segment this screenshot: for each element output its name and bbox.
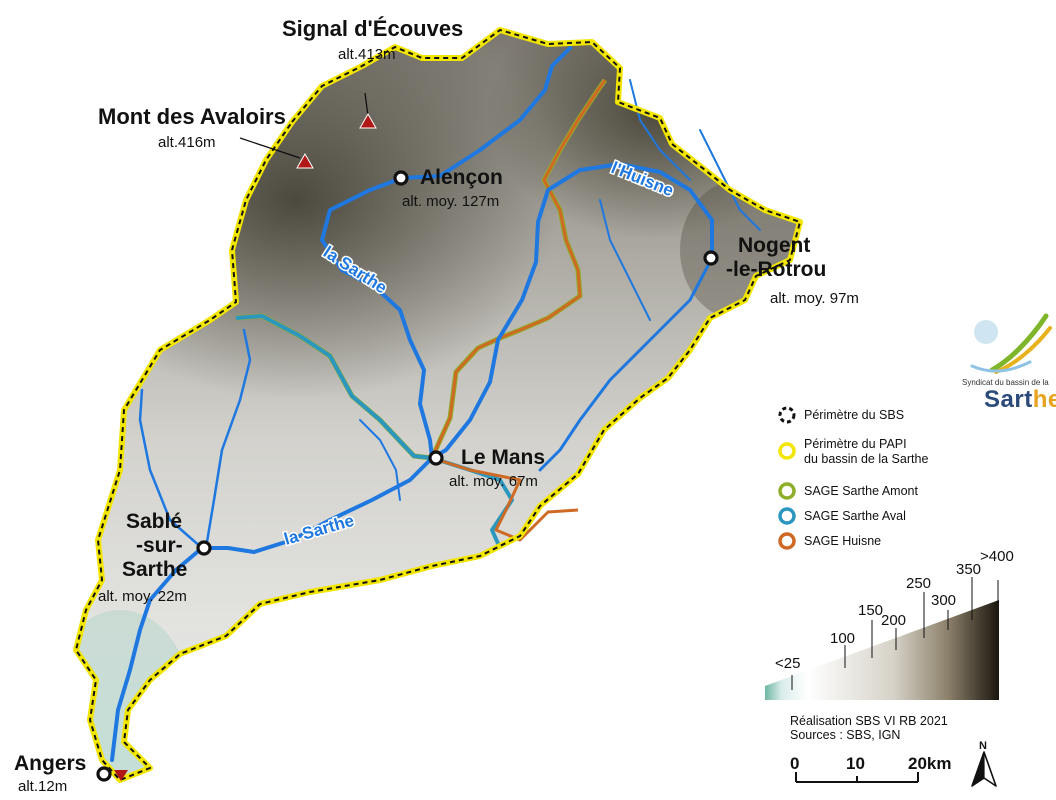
river-tributary-mid [599,199,651,321]
river-tributary-west [204,328,252,550]
logo-graphic [970,313,1052,374]
city-altitude-angers: alt.12m [18,778,68,795]
river-tributary-southwest [138,388,204,550]
city-marker-angers [96,766,112,782]
river-tributary-north [629,79,691,181]
logo-subtitle: Syndicat du bassin de la [962,378,1049,387]
city-marker-nogent [703,250,719,266]
river-east [538,256,714,472]
city-altitude-nogent: alt. moy. 97m [770,290,859,307]
peak-leader-ecouves [364,92,369,117]
city-name-alencon: Alençon [420,166,503,189]
logo-word-accent: he [1032,386,1056,413]
legend-symbol-sage-amont [778,482,796,500]
scale-label-0: 0 [790,754,800,773]
elevation-tick-300: 300 [931,592,957,609]
logo-word-main: Sart [984,386,1033,413]
peak-marker-avaloirs [296,152,314,169]
legend-symbol-sbs [778,406,796,424]
peak-altitude-ecouves: alt.413m [338,46,396,63]
city-name-sable-line3: Sarthe [122,558,188,581]
angers-marker [114,770,128,781]
peak-leader-avaloirs [239,137,301,159]
scale-label-20km: 20km [908,754,952,773]
peak-name-ecouves: Signal d'Écouves [282,16,464,41]
city-marker-alencon [393,170,409,186]
legend-label-papi-line1: Périmètre du PAPI [804,437,907,451]
papi-perimeter [73,27,803,783]
peak-marker-ecouves [359,112,377,129]
legend-label-sage-huisne: SAGE Huisne [804,534,882,548]
legend-label-sage-amont: SAGE Sarthe Amont [804,484,918,498]
river-huisne [430,162,714,460]
scale-label-10: 10 [846,754,865,773]
legend-symbol-sage-aval [778,507,796,525]
legend-label-sbs: Périmètre du SBS [804,408,905,422]
city-marker-le-mans [428,450,444,466]
legend-label-papi-line2: du bassin de la Sarthe [804,452,929,466]
city-name-sable-line1: Sablé [126,510,183,533]
scale-bar [795,772,919,783]
city-altitude-sable: alt. moy. 22m [98,588,187,605]
elevation-tick-gt400: >400 [980,548,1014,565]
city-marker-sable [196,540,212,556]
north-arrow-icon: N [971,740,997,787]
peak-altitude-avaloirs: alt.416m [158,134,216,151]
elevation-tick-250: 250 [906,575,932,592]
credit-line1: Réalisation SBS VI RB 2021 [790,714,948,728]
logo-wordmark: Sarthe [984,386,1056,414]
city-name-nogent-line2: -le-Rotrou [726,258,827,281]
river-sarthe [110,46,572,762]
peak-name-avaloirs: Mont des Avaloirs [98,104,286,129]
legend-symbols [778,406,796,550]
elevation-tick-150: 150 [858,602,884,619]
elevation-tick-100: 100 [830,630,856,647]
city-altitude-alencon: alt. moy. 127m [402,193,500,210]
river-tributary-center [359,419,401,501]
legend-symbol-sage-huisne [778,532,796,550]
elevation-tick-lt25: <25 [775,655,801,672]
city-altitude-le-mans: alt. moy. 67m [449,473,538,490]
elevation-scale-graphic [765,577,999,700]
city-name-nogent-line1: Nogent [738,234,811,257]
river-network [110,46,761,762]
credit-line2: Sources : SBS, IGN [790,728,901,742]
elevation-tick-350: 350 [956,561,982,578]
city-name-le-mans: Le Mans [461,446,546,469]
city-name-sable-line2: -sur- [136,534,183,557]
legend-symbol-papi [778,442,796,460]
legend-label-sage-aval: SAGE Sarthe Aval [804,509,906,523]
svg-text:N: N [979,740,987,752]
city-name-angers: Angers [14,752,87,775]
elevation-tick-200: 200 [881,612,907,629]
city-markers [96,170,719,782]
